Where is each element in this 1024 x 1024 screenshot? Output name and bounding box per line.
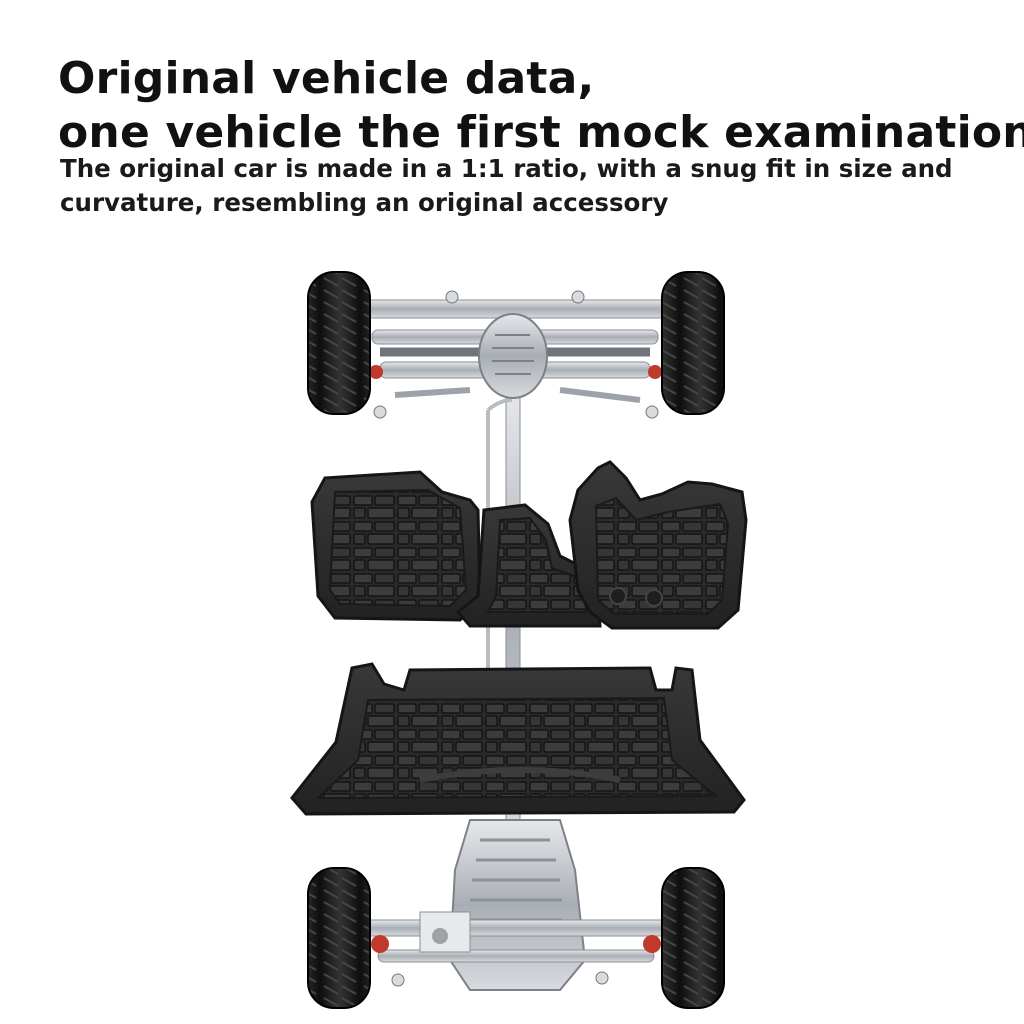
- rear-axle: [365, 819, 667, 991]
- chassis-floor-mat-illustration: [290, 271, 748, 1009]
- front-left-tire: [307, 271, 371, 415]
- headline-line-1: Original vehicle data,: [58, 53, 595, 104]
- subheadline: The original car is made in a 1:1 ratio,…: [60, 152, 990, 220]
- rear-floor-mat: [290, 662, 746, 816]
- front-axle: [361, 290, 669, 419]
- subheadline-line-2: curvature, resembling an original access…: [60, 188, 669, 217]
- rear-right-tire: [661, 867, 725, 1009]
- subheadline-line-1: The original car is made in a 1:1 ratio,…: [60, 154, 953, 183]
- rear-left-tire: [307, 867, 371, 1009]
- headline-line-2: one vehicle the first mock examination: [58, 107, 1024, 158]
- front-right-tire: [661, 271, 725, 415]
- front-floor-mats: [310, 460, 748, 630]
- headline: Original vehicle data, one vehicle the f…: [58, 52, 1024, 160]
